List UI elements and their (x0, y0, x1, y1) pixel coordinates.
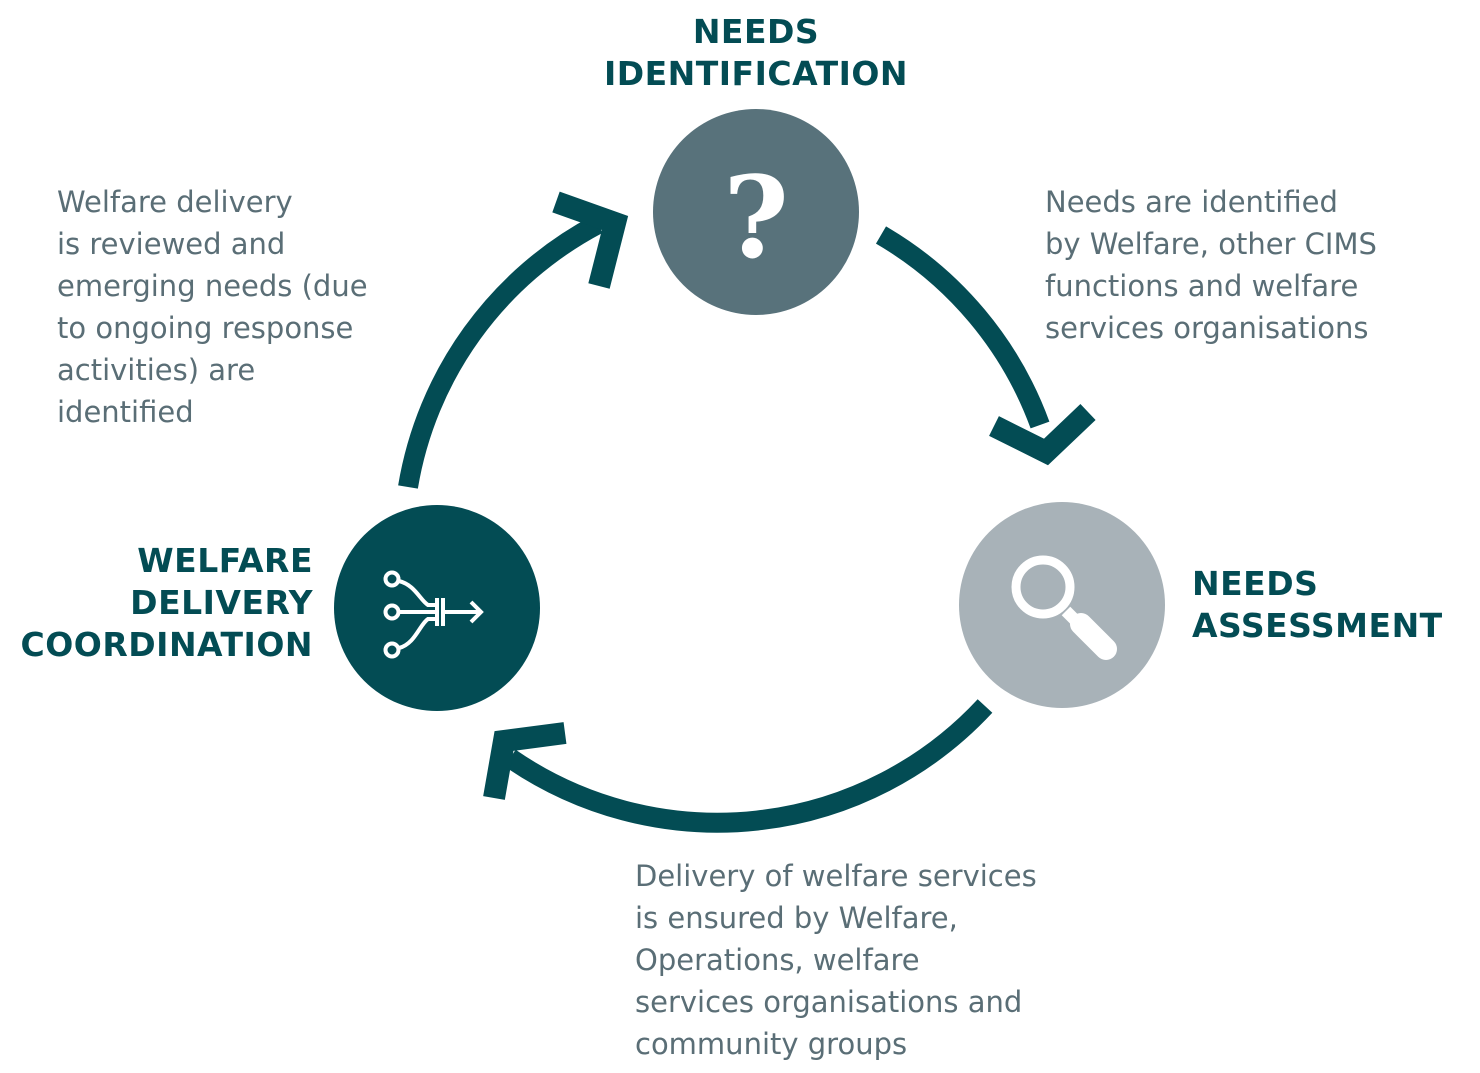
description-line: Delivery of welfare services (635, 859, 1037, 893)
title-line: DELIVERY (130, 583, 313, 622)
description-line: emerging needs (due (57, 269, 368, 303)
needs-assessment-title: NEEDS ASSESSMENT (1192, 563, 1443, 647)
arc-assessment-to-coordination (504, 699, 993, 833)
assessment-to-coordination-description: Delivery of welfare services is ensured … (635, 855, 1037, 1065)
description-line: Needs are identified (1045, 185, 1338, 219)
description-line: services organisations (1045, 311, 1369, 345)
title-line: WELFARE (137, 541, 313, 580)
title-line: NEEDS (1192, 564, 1319, 603)
arrowhead-assessment-to-coordination (483, 722, 567, 800)
title-line: IDENTIFICATION (603, 54, 909, 93)
description-line: Operations, welfare (635, 943, 920, 977)
description-line: to ongoing response (57, 311, 354, 345)
description-line: Welfare delivery (57, 185, 293, 219)
arc-coordination-to-identification (398, 215, 603, 489)
needs-identification-title: NEEDS IDENTIFICATION (556, 11, 956, 95)
arc-identification-to-assessment (875, 226, 1050, 429)
title-line: ASSESSMENT (1192, 606, 1443, 645)
arrowhead-coordination-to-identification (552, 191, 629, 289)
title-line: COORDINATION (20, 625, 313, 664)
question-mark-icon: ? (723, 153, 789, 284)
welfare-delivery-coordination-title: WELFARE DELIVERY COORDINATION (0, 540, 313, 666)
description-line: functions and welfare (1045, 269, 1359, 303)
arrowhead-identification-to-assessment (989, 404, 1096, 466)
identification-circle (653, 109, 859, 315)
merge-arrow-icon (383, 570, 484, 659)
title-line: NEEDS (692, 12, 820, 51)
description-line: by Welfare, other CIMS (1045, 227, 1377, 261)
coordination-to-identification-description: Welfare delivery is reviewed and emergin… (57, 181, 368, 433)
description-line: is reviewed and (57, 227, 286, 261)
identification-to-assessment-description: Needs are identified by Welfare, other C… (1045, 181, 1377, 349)
magnifying-glass-icon (1011, 555, 1117, 660)
description-line: community groups (635, 1027, 908, 1061)
description-line: identified (57, 395, 194, 429)
description-line: services organisations and (635, 985, 1023, 1019)
description-line: activities) are (57, 353, 256, 387)
description-line: is ensured by Welfare, (635, 901, 958, 935)
